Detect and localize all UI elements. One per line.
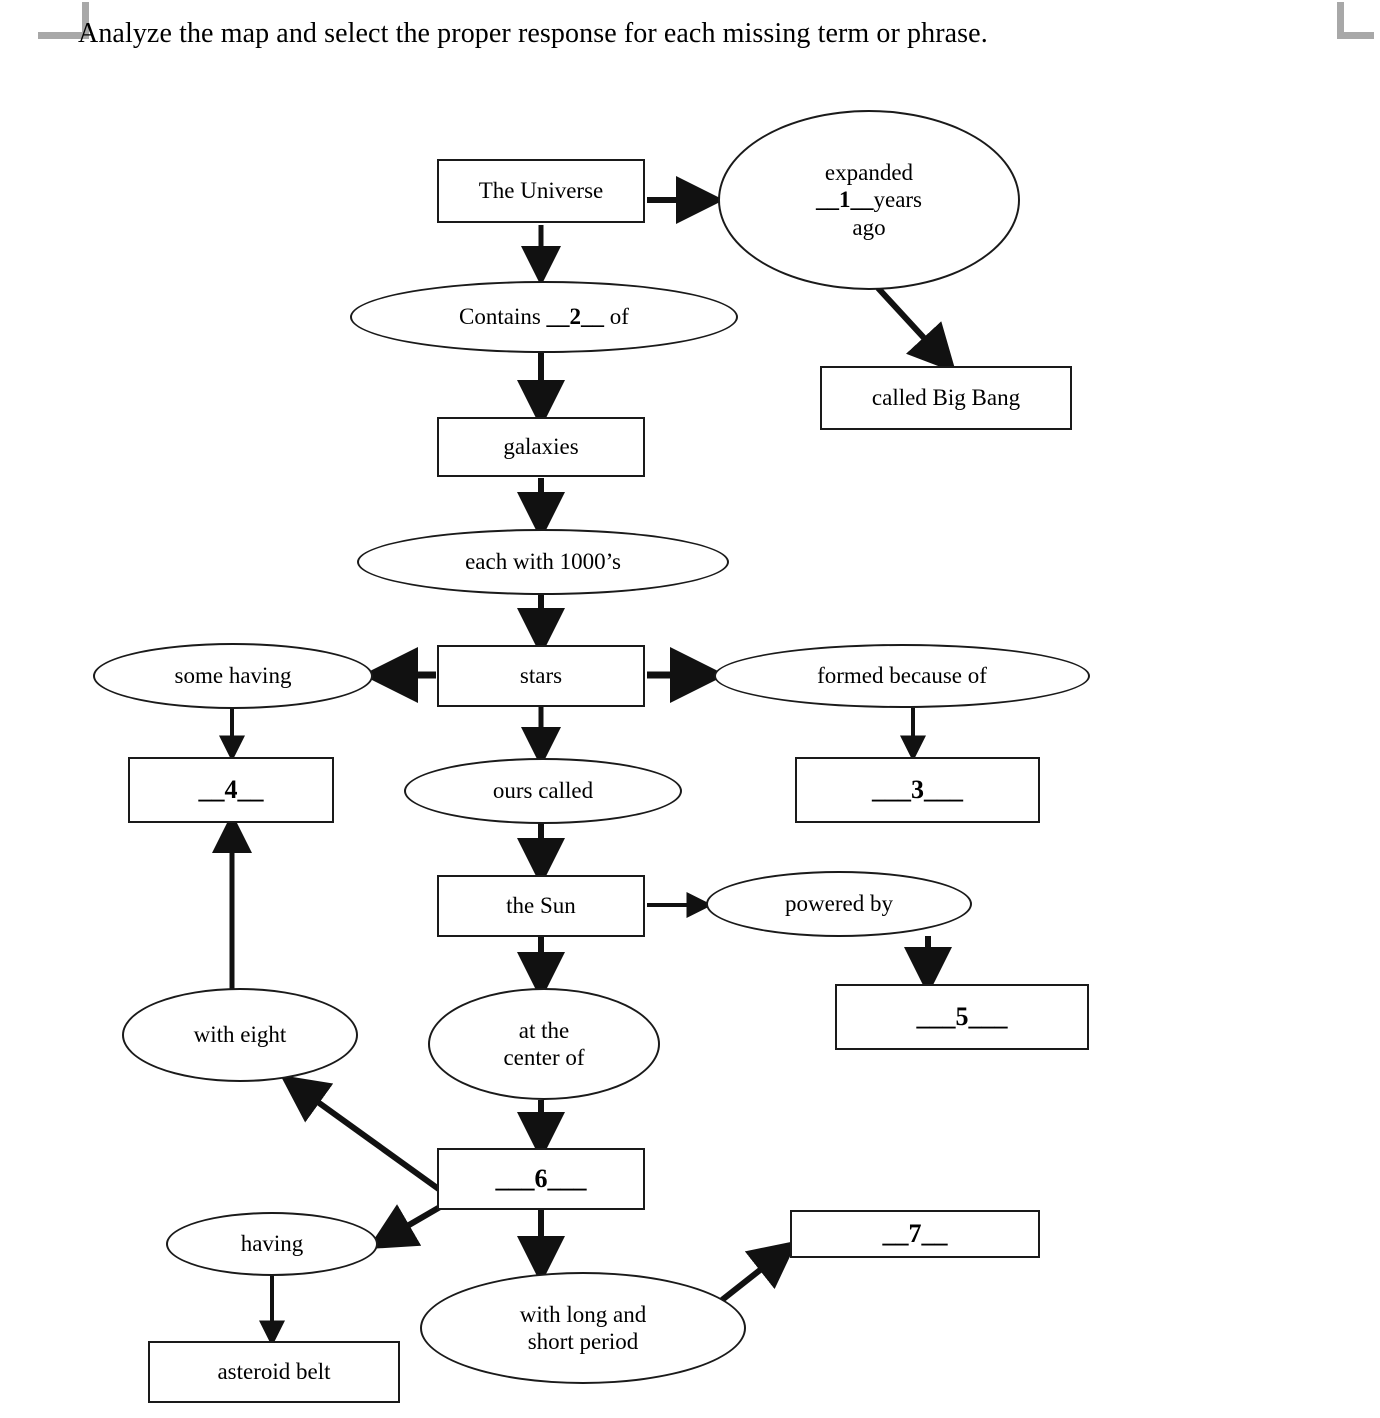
edge-blank6-witheight: [280, 1074, 442, 1193]
node-label-prefix: Contains: [459, 304, 541, 330]
node-having[interactable]: having: [166, 1212, 378, 1276]
node-galaxies[interactable]: galaxies: [437, 417, 645, 477]
page-crop-mark-top-left: [38, 2, 89, 39]
page-crop-mark-top-right: [1337, 2, 1374, 39]
edge-longshort-blank7: [720, 1240, 798, 1303]
node-label: at the center of: [503, 1017, 585, 1070]
node-powered-by[interactable]: powered by: [706, 871, 972, 937]
blank-4: __4__: [198, 774, 264, 804]
node-label: with eight: [193, 1022, 287, 1048]
node-label: with long and short period: [519, 1301, 647, 1354]
node-label: Contains __2__ of: [453, 303, 635, 330]
node-called-big-bang[interactable]: called Big Bang: [820, 366, 1072, 430]
node-with-eight[interactable]: with eight: [122, 988, 358, 1082]
blank-3: ___3___: [872, 774, 963, 804]
node-the-universe[interactable]: The Universe: [437, 159, 645, 223]
node-blank-3[interactable]: ___3___: [795, 757, 1040, 823]
node-label-line1: expanded: [824, 160, 914, 186]
node-with-long-and-short-period[interactable]: with long and short period: [420, 1272, 746, 1384]
node-label: the Sun: [506, 893, 576, 919]
node-label: powered by: [785, 891, 893, 917]
blank-1: __1__: [815, 187, 874, 213]
node-label-line2: __1__years: [816, 186, 922, 213]
node-blank-6[interactable]: ___6___: [437, 1148, 645, 1210]
node-blank-5[interactable]: ___5___: [835, 984, 1089, 1050]
node-the-sun[interactable]: the Sun: [437, 875, 645, 937]
node-ours-called[interactable]: ours called: [404, 758, 682, 824]
instruction-text: Analyze the map and select the proper re…: [78, 18, 988, 49]
node-label: stars: [519, 663, 563, 689]
edge-expanded-bigbang: [875, 285, 957, 373]
node-label: asteroid belt: [217, 1359, 331, 1385]
node-label-line3: ago: [852, 214, 886, 240]
node-asteroid-belt[interactable]: asteroid belt: [148, 1341, 400, 1403]
node-label: ours called: [492, 778, 594, 804]
node-stars[interactable]: stars: [437, 645, 645, 707]
node-label: called Big Bang: [871, 385, 1021, 411]
node-at-the-center-of[interactable]: at the center of: [428, 988, 660, 1100]
node-label: formed because of: [817, 663, 987, 689]
node-label: galaxies: [503, 434, 579, 460]
blank-7: __7__: [882, 1218, 948, 1248]
node-formed-because-of[interactable]: formed because of: [714, 644, 1090, 708]
blank-2: __2__: [546, 304, 605, 330]
blank-6: ___6___: [495, 1163, 587, 1193]
node-label: some having: [174, 663, 292, 689]
node-blank-7[interactable]: __7__: [790, 1210, 1040, 1258]
blank-5: ___5___: [916, 1001, 1008, 1031]
node-label-line2-rest: years: [873, 187, 923, 213]
node-blank-4[interactable]: __4__: [128, 757, 334, 823]
node-label: The Universe: [478, 178, 604, 204]
node-some-having[interactable]: some having: [93, 643, 373, 709]
node-label-suffix: of: [609, 304, 629, 330]
node-label: having: [240, 1231, 304, 1257]
node-each-with-1000s[interactable]: each with 1000’s: [357, 529, 729, 595]
node-label: each with 1000’s: [465, 549, 621, 575]
edge-blank6-having: [367, 1204, 442, 1250]
node-contains-of[interactable]: Contains __2__ of: [350, 281, 738, 353]
node-expanded-years-ago[interactable]: expanded __1__years ago: [718, 110, 1020, 290]
